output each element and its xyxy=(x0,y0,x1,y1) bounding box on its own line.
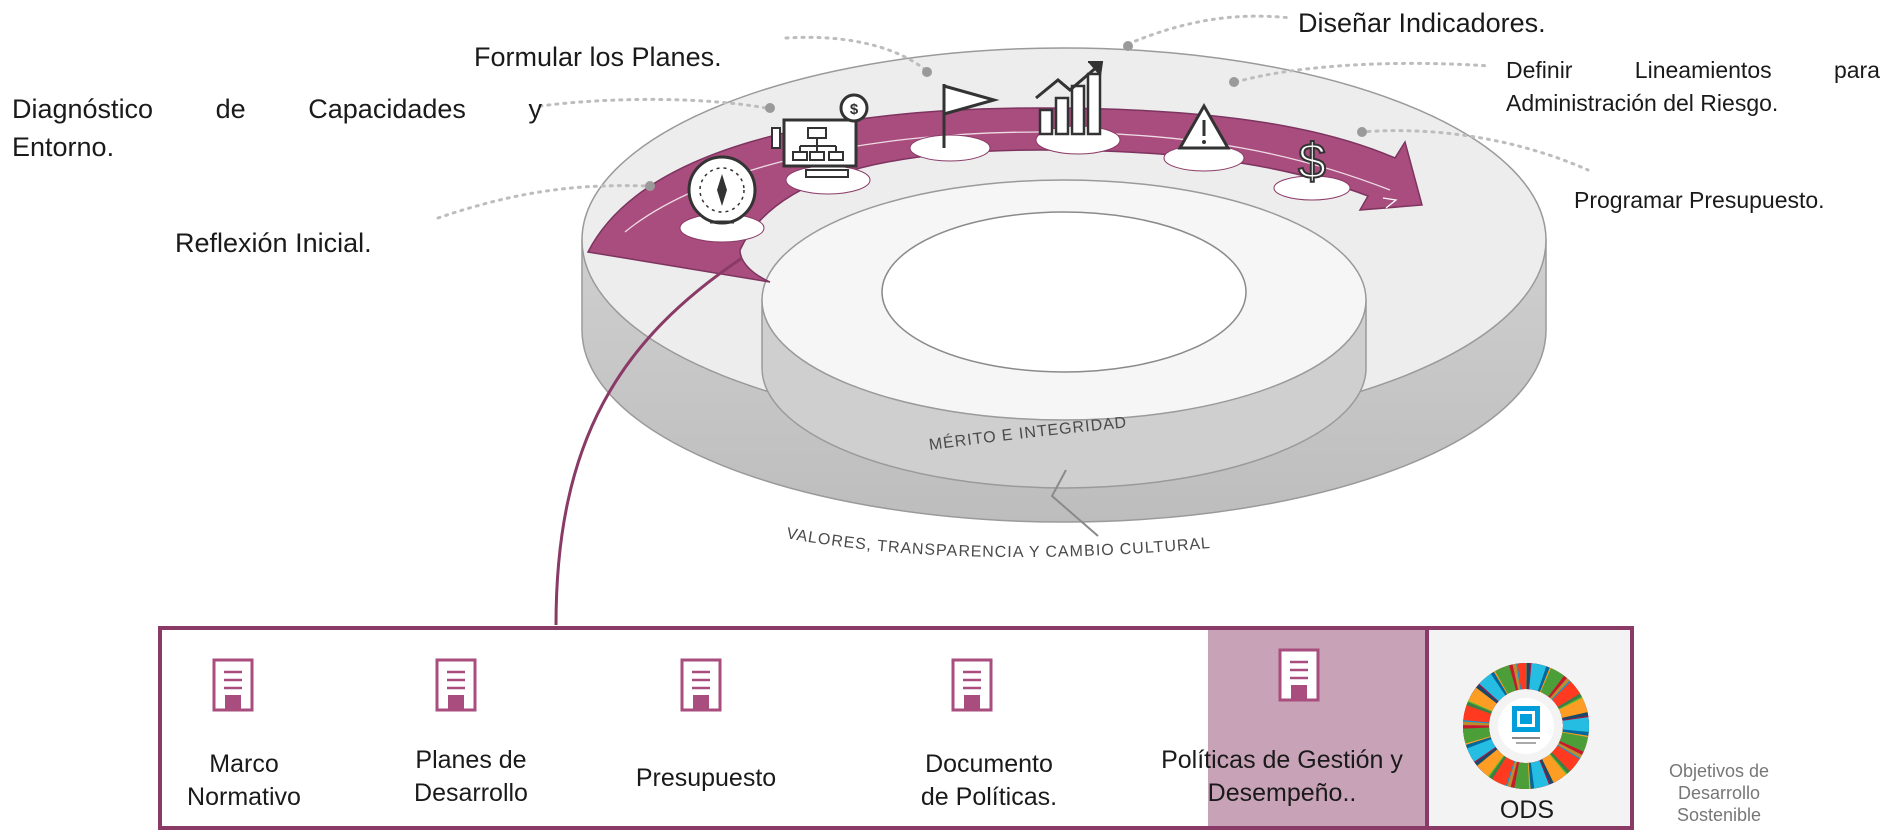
doc-planes-label: Planes de Desarrollo xyxy=(386,744,556,810)
stage-definir-line1: Definir Lineamientos para xyxy=(1506,54,1880,87)
stage-formular-label: Formular los Planes. xyxy=(474,42,722,72)
stage-diagnostico-line1: Diagnóstico de Capacidades y xyxy=(12,90,542,128)
stage-definir-word: Definir xyxy=(1506,57,1573,83)
bar-chart-icon xyxy=(1035,61,1104,136)
stage-disenar-label: Diseñar Indicadores. xyxy=(1298,8,1546,38)
compass-icon xyxy=(687,155,757,225)
ods-note-line: Sostenible xyxy=(1676,805,1762,825)
stage-diagnostico-line2: Entorno. xyxy=(12,132,115,162)
stage-diagnostico-word: y xyxy=(528,94,542,124)
doc-label-line: Documento xyxy=(925,750,1053,778)
ring-outer-text: VALORES, TRANSPARENCIA Y CAMBIO CULTURAL xyxy=(785,525,1210,561)
ring-divider-lines xyxy=(1050,469,1099,537)
document-icon xyxy=(951,658,993,712)
stage-diagnostico-word: Capacidades xyxy=(308,94,466,124)
doc-label-line: Marco xyxy=(209,750,279,778)
stage-definir-word: Lineamientos xyxy=(1634,57,1772,83)
stage-diagnostico-label: Diagnóstico de Capacidades y Entorno. xyxy=(12,90,542,166)
leader-lines xyxy=(436,14,1590,220)
document-icon xyxy=(212,658,254,712)
warning-icon xyxy=(1177,102,1231,150)
ring-outer-caption: VALORES, TRANSPARENCIA Y CAMBIO CULTURAL xyxy=(785,525,1211,561)
connector-line xyxy=(554,256,743,626)
document-icon xyxy=(680,658,722,712)
ods-label: ODS xyxy=(1499,796,1555,824)
stage-definir-line2: Administración del Riesgo. xyxy=(1506,90,1779,116)
stage-diagnostico-word: Diagnóstico xyxy=(12,94,154,124)
stage-reflexion-label: Reflexión Inicial. xyxy=(175,228,372,258)
org-chart-plan-icon: $ xyxy=(771,93,869,178)
doc-label-line: Desempeño.. xyxy=(1207,779,1357,807)
doc-label-line: Desarrollo xyxy=(414,779,528,807)
doc-marco-label: Marco Normativo xyxy=(164,748,324,814)
doc-label-line: Normativo xyxy=(187,783,301,811)
document-icon xyxy=(435,658,477,712)
dollar-icon: $ xyxy=(1297,132,1327,190)
doc-gestion-label: Políticas de Gestión y Desempeño.. xyxy=(1136,744,1428,810)
doc-label-line: de Políticas. xyxy=(920,783,1058,811)
ods-note-line: Desarrollo xyxy=(1677,783,1761,803)
stage-definir-label: Definir Lineamientos para Administración… xyxy=(1506,54,1880,120)
doc-presupuesto-label: Presupuesto xyxy=(616,762,796,795)
stage-definir-word: para xyxy=(1833,57,1880,83)
flag-icon xyxy=(942,84,1000,148)
ods-note-line: Objetivos de xyxy=(1668,761,1770,781)
svg-text:VALORES, TRANSPARENCIA Y CAMBI: VALORES, TRANSPARENCIA Y CAMBIO CULTURAL xyxy=(785,525,1211,561)
svg-text:$: $ xyxy=(850,101,859,118)
doc-label-line: Planes de xyxy=(415,746,527,774)
stage-diagnostico-word: de xyxy=(215,94,246,124)
doc-politicas-label: Documento de Políticas. xyxy=(896,748,1082,814)
document-icons xyxy=(212,648,1320,712)
inner-ring xyxy=(761,179,1367,489)
document-icon xyxy=(1278,648,1320,702)
doc-label-line: Políticas de Gestión y xyxy=(1161,746,1403,774)
svg-text:$: $ xyxy=(1298,133,1326,189)
stage-programar-label: Programar Presupuesto. xyxy=(1574,187,1825,213)
leader-dots xyxy=(645,41,1367,191)
doc-label-line: Presupuesto xyxy=(635,764,777,792)
sdg-wheel-icon xyxy=(1463,663,1589,789)
ods-note: Objetivos de Desarrollo Sostenible xyxy=(1644,760,1794,826)
